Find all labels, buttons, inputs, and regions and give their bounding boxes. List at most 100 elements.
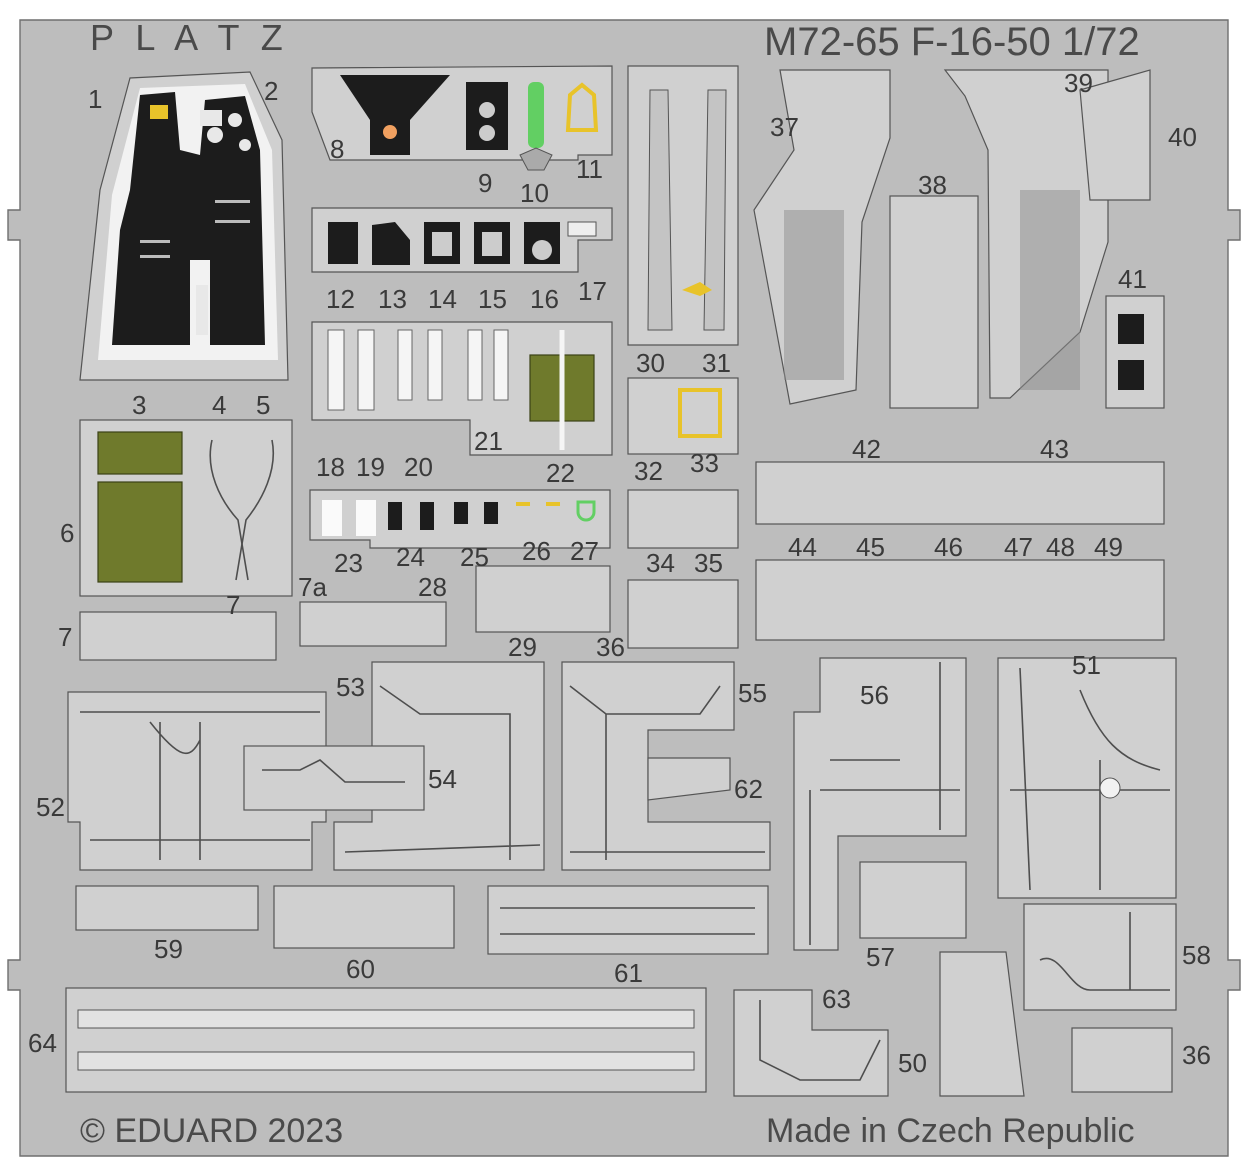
belts-carrier [311, 321, 613, 456]
parts-23-27-carrier [309, 489, 611, 549]
part-number: 9 [478, 168, 493, 198]
part-38-carrier [889, 195, 979, 409]
part-54-harness [243, 745, 425, 811]
part-number: 20 [404, 452, 433, 482]
part-number: 39 [1064, 68, 1093, 98]
part-number: 5 [256, 390, 271, 420]
seat-part [79, 419, 293, 597]
part-number: 40 [1168, 122, 1197, 152]
part-33-yellow [678, 388, 722, 438]
part-40-carrier [1079, 69, 1151, 201]
part-number: 34 [646, 548, 675, 578]
part-number: 44 [788, 532, 817, 562]
part-52-harness [67, 691, 327, 871]
part-number: 32 [634, 456, 663, 486]
part-59 [75, 885, 259, 931]
part-56-harness [793, 657, 967, 951]
part-number: 62 [734, 774, 763, 804]
brand-text: P L A T Z [90, 17, 289, 58]
part-number: 64 [28, 1028, 57, 1058]
part-number: 33 [690, 448, 719, 478]
part-number: 31 [702, 348, 731, 378]
copyright-text: © EDUARD 2023 [80, 1112, 344, 1150]
instrument-panel-part [79, 71, 289, 381]
part-number: 16 [530, 284, 559, 314]
part-number: 7 [58, 622, 73, 652]
part-number: 43 [1040, 434, 1069, 464]
part-number: 7 [226, 590, 241, 620]
parts-8-11-carrier [311, 65, 613, 171]
part-number: 2 [264, 76, 279, 106]
part-51-harness [997, 657, 1177, 899]
part-number: 59 [154, 934, 183, 964]
part-number: 42 [852, 434, 881, 464]
parts-12-17-carrier [311, 207, 613, 273]
part-number: 49 [1094, 532, 1123, 562]
part-number: 6 [60, 518, 75, 548]
part-number: 21 [474, 426, 503, 456]
origin-text: Made in Czech Republic [766, 1112, 1135, 1150]
part-number: 4 [212, 390, 227, 420]
part-number: 54 [428, 764, 457, 794]
part-number: 37 [770, 112, 799, 142]
part-number: 11 [576, 154, 603, 184]
part-number: 47 [1004, 532, 1033, 562]
part-number: 36 [596, 632, 625, 662]
part-36-strip [1071, 1027, 1173, 1093]
part-61 [487, 885, 769, 955]
part-60 [273, 885, 455, 949]
part-number: 52 [36, 792, 65, 822]
part-number: 30 [636, 348, 665, 378]
part-36-carrier [627, 579, 739, 649]
product-code-text: M72-65 F-16-50 1/72 [764, 20, 1140, 64]
part-62 [647, 757, 731, 801]
part-7-rails [79, 611, 277, 661]
part-number: 55 [738, 678, 767, 708]
part-number: 1 [88, 84, 103, 114]
part-44-49-carrier [755, 559, 1165, 641]
part-number: 46 [934, 532, 963, 562]
part-number: 25 [460, 542, 489, 572]
part-number: 38 [918, 170, 947, 200]
part-number: 60 [346, 954, 375, 984]
part-number: 8 [330, 134, 345, 164]
part-number: 19 [356, 452, 385, 482]
part-number: 29 [508, 632, 537, 662]
part-number: 50 [898, 1048, 927, 1078]
part-57-harness [859, 861, 967, 939]
part-number: 48 [1046, 532, 1075, 562]
part-number: 35 [694, 548, 723, 578]
part-number: 13 [378, 284, 407, 314]
part-42-43-carrier [755, 461, 1165, 525]
part-number: 17 [578, 276, 607, 306]
part-41-carrier [1105, 295, 1165, 409]
part-number: 23 [334, 548, 363, 578]
part-63-50 [733, 989, 889, 1097]
part-number: 53 [336, 672, 365, 702]
part-58-harness [1023, 903, 1177, 1011]
part-number: 24 [396, 542, 425, 572]
part-number: 28 [418, 572, 447, 602]
part-64 [65, 987, 707, 1093]
part-number: 14 [428, 284, 457, 314]
part-number: 63 [822, 984, 851, 1014]
part-number: 36 [1182, 1040, 1211, 1070]
part-number: 10 [520, 178, 549, 208]
part-number: 51 [1072, 650, 1101, 680]
part-number: 22 [546, 458, 575, 488]
part-29-carrier [475, 565, 611, 633]
part-number: 45 [856, 532, 885, 562]
part-number: 58 [1182, 940, 1211, 970]
part-number: 3 [132, 390, 147, 420]
part-50-strip [939, 951, 1025, 1097]
part-number: 27 [570, 536, 599, 566]
part-number: 12 [326, 284, 355, 314]
part-number: 41 [1118, 264, 1147, 294]
part-number: 7a [298, 572, 327, 602]
part-number: 56 [860, 680, 889, 710]
part-7a-28-carrier [299, 601, 447, 647]
part-number: 15 [478, 284, 507, 314]
part-number: 57 [866, 942, 895, 972]
